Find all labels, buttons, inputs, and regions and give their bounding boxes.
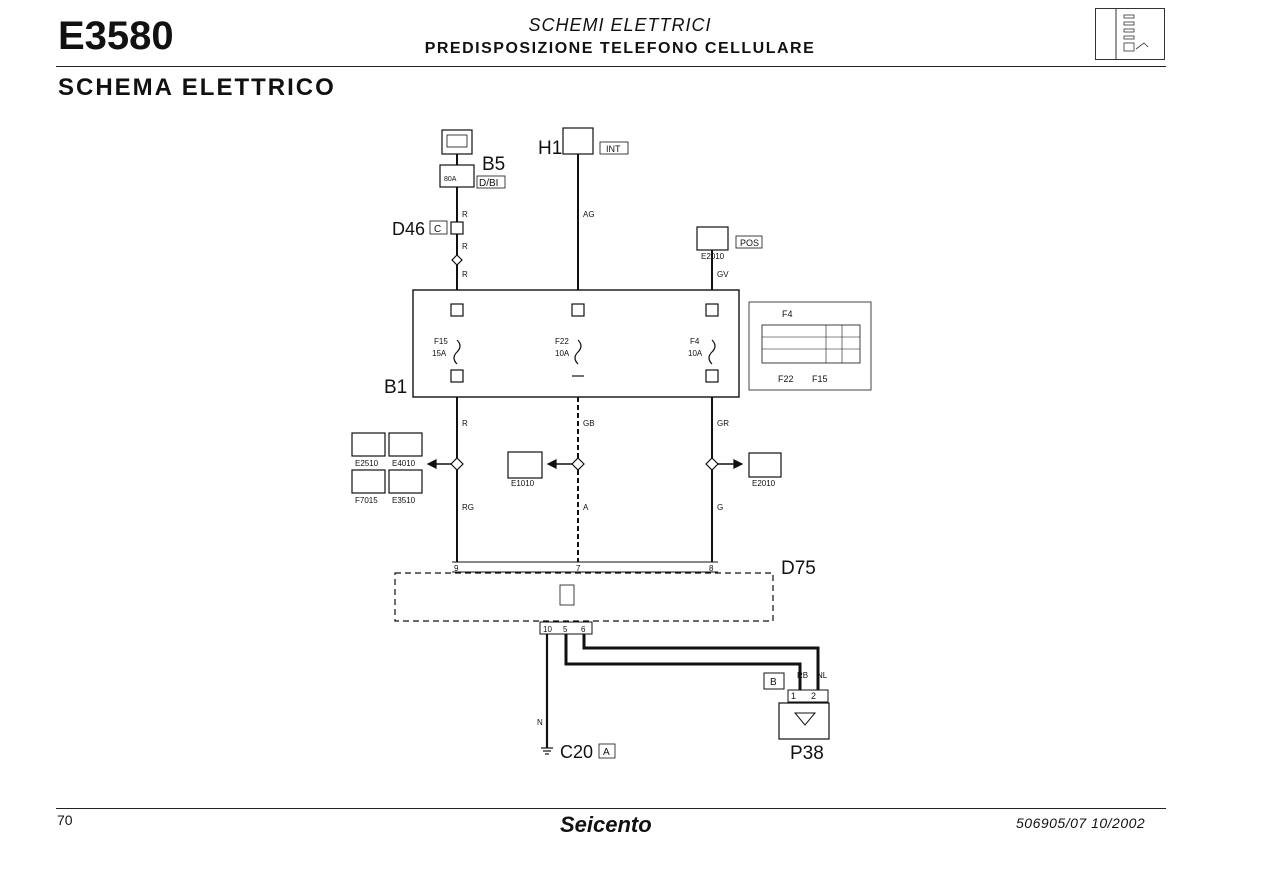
wire-label-g: G xyxy=(717,503,723,512)
label-h1: H1 xyxy=(538,138,562,159)
wire-label-gb: GB xyxy=(583,419,595,428)
label-e3510: E3510 xyxy=(392,496,416,505)
fuse-map-inset xyxy=(748,301,872,391)
label-d46-tag: C xyxy=(434,224,441,235)
label-b5-fuse: 80A xyxy=(444,176,457,183)
label-e2010-tag: POS xyxy=(740,238,759,248)
inset-label-f22: F22 xyxy=(778,374,794,384)
diagram-subtitle: PREDISPOSIZIONE TELEFONO CELLULARE xyxy=(424,40,816,57)
d75-module xyxy=(394,572,774,622)
label-f22: F22 xyxy=(555,337,569,346)
label-d46: D46 xyxy=(392,219,425,239)
e3510-node xyxy=(388,469,423,494)
e2010-right-node xyxy=(748,452,782,478)
label-e2510: E2510 xyxy=(355,459,379,468)
wire-label-gv: GV xyxy=(717,270,729,279)
footer-rule xyxy=(56,808,1166,809)
pin-6: 6 xyxy=(581,625,586,634)
label-f15-rating: 15A xyxy=(432,349,447,358)
label-c20-tag: A xyxy=(603,747,610,758)
document-code: E3580 xyxy=(58,14,174,58)
e2510-node xyxy=(351,432,386,457)
label-p38: P38 xyxy=(790,743,824,764)
label-b1: B1 xyxy=(384,377,407,398)
p38-node xyxy=(778,702,830,740)
splice-diamond xyxy=(451,254,463,266)
pin-8: 8 xyxy=(709,564,714,573)
pin-5: 5 xyxy=(563,625,568,634)
section-title: SCHEMI ELETTRICI xyxy=(528,15,712,35)
label-e2010-right: E2010 xyxy=(752,479,776,488)
e4010-node xyxy=(388,432,423,457)
h1-switch-symbol xyxy=(562,127,594,155)
wire-label-r1: R xyxy=(462,210,468,219)
d46-connector xyxy=(450,221,464,235)
schema-heading: SCHEMA ELETTRICO xyxy=(58,74,336,101)
label-f4-rating: 10A xyxy=(688,349,703,358)
pin-p38-2: 2 xyxy=(811,691,816,701)
wire-label-r2: R xyxy=(462,242,468,251)
pin-7: 7 xyxy=(576,564,581,573)
battery-icon xyxy=(446,134,468,148)
wire-label-gr: GR xyxy=(717,419,729,428)
f7015-node xyxy=(351,469,386,494)
label-f7015: F7015 xyxy=(355,496,378,505)
pin-10: 10 xyxy=(543,625,552,634)
e2010-node xyxy=(696,226,729,251)
wire-label-rg: RG xyxy=(462,503,474,512)
label-c20: C20 xyxy=(560,742,593,762)
label-f4: F4 xyxy=(690,337,700,346)
inset-label-f15: F15 xyxy=(812,374,828,384)
brand-name: Seicento xyxy=(560,812,652,837)
label-f15: F15 xyxy=(434,337,448,346)
header-rule xyxy=(56,66,1166,67)
label-e2010: E2010 xyxy=(701,252,725,261)
module-icon xyxy=(559,584,575,606)
wire-label-n: N xyxy=(537,718,543,727)
b1-fuse-box xyxy=(412,289,740,398)
speaker-icon xyxy=(793,712,817,726)
e1010-node xyxy=(507,451,543,479)
label-b5-tag: D/BI xyxy=(479,178,498,189)
document-symbol-icon xyxy=(1095,8,1165,60)
label-e1010: E1010 xyxy=(511,479,535,488)
pin-p38-1: 1 xyxy=(791,691,796,701)
wire-label-nl: NL xyxy=(817,671,828,680)
wire-label-ag: AG xyxy=(583,210,595,219)
label-p38-tag: B xyxy=(770,677,777,688)
pin-9: 9 xyxy=(454,564,459,573)
battery-symbol xyxy=(441,129,473,155)
label-b5: B5 xyxy=(482,154,505,175)
wire-label-rb: RB xyxy=(797,671,808,680)
label-d75: D75 xyxy=(781,558,816,579)
wire-label-r4: R xyxy=(462,419,468,428)
inset-label-f4: F4 xyxy=(782,309,793,319)
page-number: 70 xyxy=(57,812,73,828)
wire-label-r3: R xyxy=(462,270,468,279)
label-f22-rating: 10A xyxy=(555,349,570,358)
document-reference: 506905/07 10/2002 xyxy=(1016,815,1146,831)
label-e4010: E4010 xyxy=(392,459,416,468)
label-h1-tag: INT xyxy=(606,144,621,154)
wire-label-a: A xyxy=(583,503,589,512)
